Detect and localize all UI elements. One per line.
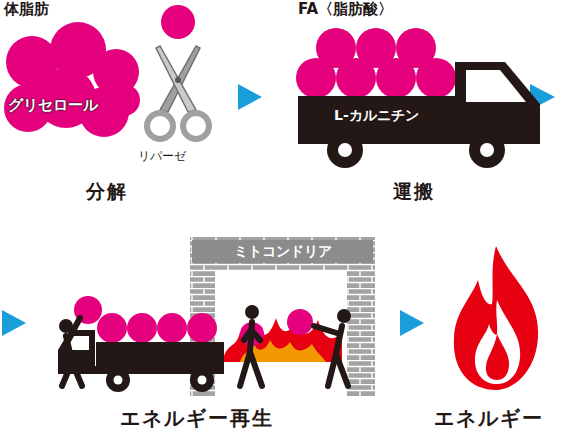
energy-flame-part (454, 246, 538, 390)
carnitine-truck-part (480, 143, 494, 157)
stage-caption: エネルギー (434, 407, 544, 430)
small-truck-part-part (157, 313, 187, 343)
worker-figure-part (62, 318, 82, 386)
flow-triangle-part (400, 310, 424, 336)
band-label: ミトコンドリア (234, 243, 332, 259)
lipase-scissors-part (183, 113, 209, 139)
small-truck-part (114, 376, 123, 385)
lipase-scissors (147, 5, 209, 139)
lipase-scissors-part (156, 46, 196, 112)
fat-cluster-node: 体脂肪グリセロール (0, 0, 140, 145)
worker-figure-part (245, 305, 259, 319)
carnitine-truck-part-part (336, 58, 376, 98)
truck-label: L-カルニチン (334, 107, 419, 123)
worker-figure-part (240, 322, 262, 386)
small-truck-part (74, 296, 313, 346)
worker-figure-part (337, 309, 351, 323)
carnitine-truck-part (338, 143, 352, 157)
worker-figure (59, 305, 351, 386)
mitochondria-band-node: ミトコンドリア (192, 240, 373, 263)
small-truck-part-part (127, 313, 157, 343)
small-truck-part (96, 342, 224, 366)
energy-flame (454, 246, 538, 390)
stage-caption: 運搬 (393, 181, 435, 203)
carnitine-truck-part-part (296, 58, 336, 98)
molecule-label: FA〈脂肪酸〉 (298, 1, 393, 18)
carnitine-truck-part (466, 70, 526, 102)
stage-caption: エネルギー再生 (120, 407, 274, 430)
energy-flame-part (475, 300, 520, 384)
enzyme-label: リパーゼ (138, 150, 186, 164)
carnitine-truck-part (327, 132, 363, 168)
carnitine-truck-part-part (376, 58, 416, 98)
lipase-scissors-part (147, 113, 173, 139)
flow-triangle-part (238, 84, 262, 110)
carnitine-truck-part (455, 62, 540, 142)
lipase-scissors-part (161, 5, 195, 39)
flow-triangle-part (2, 310, 26, 336)
small-truck-part-part (287, 309, 313, 335)
carnitine-truck-part (296, 28, 456, 98)
carnitine-truck (296, 28, 540, 168)
small-truck (58, 296, 313, 392)
mitochondria-wall-part (222, 318, 342, 362)
small-truck-part (190, 368, 214, 392)
small-truck-part-part (97, 313, 127, 343)
lipase-scissors-part (175, 77, 181, 83)
small-truck-part (106, 368, 130, 392)
small-truck-part (198, 376, 207, 385)
mitochondria-wall-part (215, 270, 347, 397)
component-label: グリセロール (8, 97, 98, 114)
small-truck-part-part (187, 313, 217, 343)
energy-flame-part (486, 334, 509, 380)
carnitine-truck-part (469, 132, 505, 168)
heading-label: 体脂肪 (4, 1, 49, 18)
stage-caption: 分解 (86, 181, 128, 203)
carnitine-truck-part-part (416, 58, 456, 98)
fat-cluster-part (108, 84, 140, 116)
worker-figure-part (314, 326, 348, 386)
fat-cluster (4, 22, 140, 137)
transport-truck-node: L-カルニチン (298, 96, 455, 134)
